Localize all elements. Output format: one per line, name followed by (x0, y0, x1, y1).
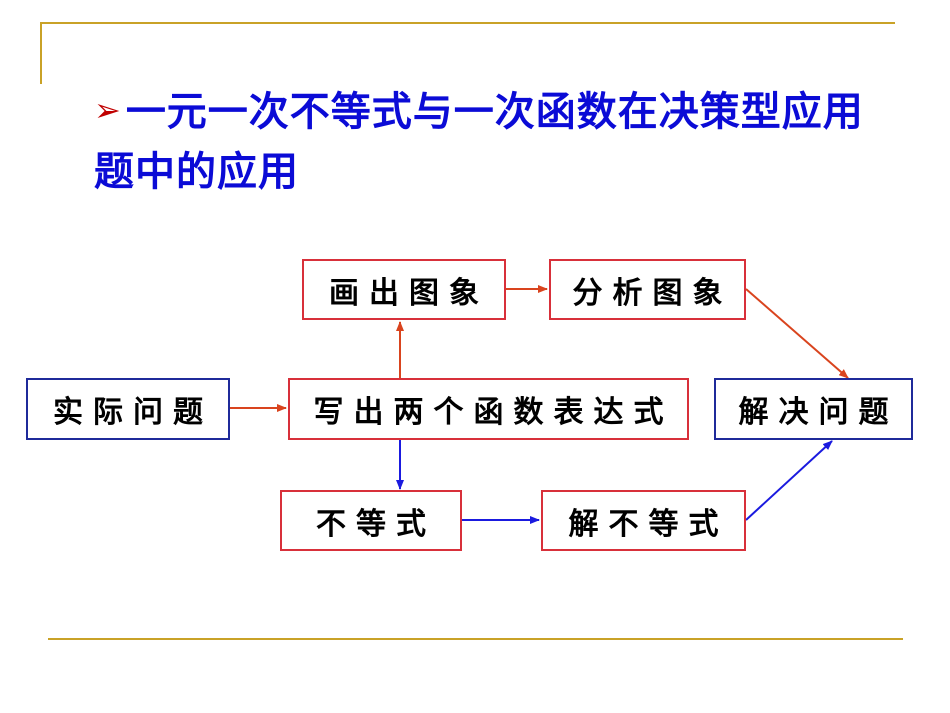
arrow-solve-inequality-to-solve-problem (745, 440, 833, 521)
node-inequality: 不等式 (280, 490, 462, 551)
slide-title: ➢一元一次不等式与一次函数在决策型应用题中的应用 (94, 80, 874, 202)
top-rule (40, 22, 895, 24)
node-draw-graph-label: 画出图象 (329, 275, 489, 311)
node-solve-problem: 解决问题 (714, 378, 913, 440)
node-analyze-graph: 分析图象 (549, 259, 746, 320)
node-solve-inequality-label: 解不等式 (568, 506, 729, 542)
bottom-rule (48, 638, 903, 640)
node-inequality-label: 不等式 (316, 506, 436, 542)
left-rule (40, 22, 42, 84)
node-write-expressions-label: 写出两个函数表达式 (313, 395, 674, 430)
arrow-bullet-icon: ➢ (94, 91, 122, 129)
node-write-expressions: 写出两个函数表达式 (288, 378, 689, 440)
arrow-analyze-to-solve (745, 288, 849, 379)
node-solve-inequality: 解不等式 (541, 490, 746, 551)
node-solve-problem-label: 解决问题 (738, 395, 899, 430)
node-analyze-graph-label: 分析图象 (572, 275, 733, 311)
node-draw-graph: 画出图象 (302, 259, 506, 320)
slide-title-text: 一元一次不等式与一次函数在决策型应用题中的应用 (94, 89, 864, 195)
node-practical-problem-label: 实际问题 (53, 395, 213, 430)
node-practical-problem: 实际问题 (26, 378, 230, 440)
